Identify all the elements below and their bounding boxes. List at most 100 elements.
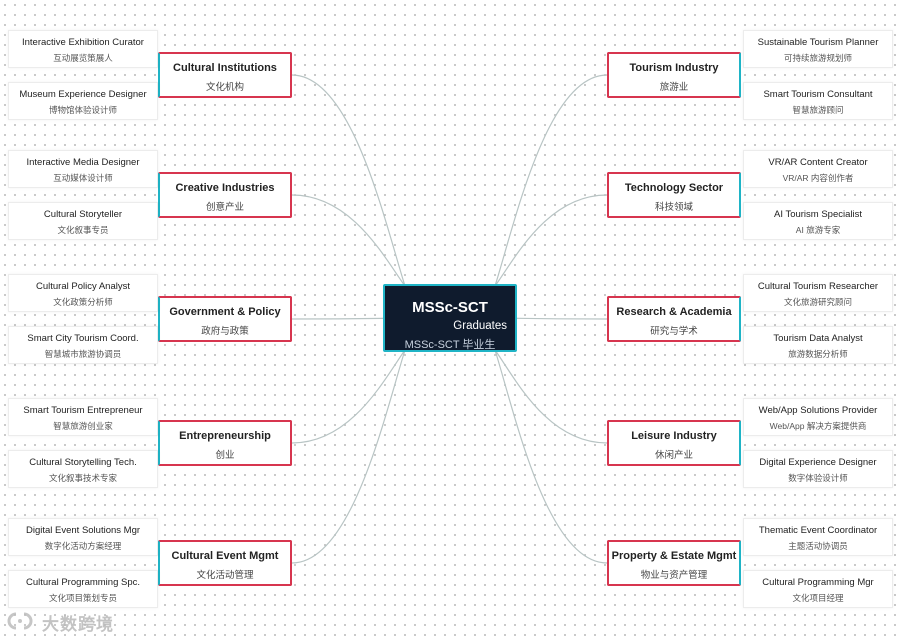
connector-tourism-industry <box>494 74 608 287</box>
role-node[interactable]: Cultural Policy Analyst 文化政策分析师 <box>8 274 158 312</box>
role-node[interactable]: Cultural Storytelling Tech. 文化叙事技术专家 <box>8 450 158 488</box>
role-title: Cultural Storytelling Tech. <box>29 457 137 468</box>
category-node-government-policy[interactable]: Government & Policy 政府与政策 <box>158 296 292 342</box>
category-node-cultural-institutions[interactable]: Cultural Institutions 文化机构 <box>158 52 292 98</box>
category-chinese: 物业与资产管理 <box>640 570 708 581</box>
role-chinese: 文化叙事专员 <box>57 225 109 235</box>
role-node[interactable]: Cultural Programming Spc. 文化项目策划专员 <box>8 570 158 608</box>
category-title: Cultural Event Mgmt <box>171 550 279 562</box>
category-title: Cultural Institutions <box>173 62 277 74</box>
role-title: Cultural Programming Spc. <box>25 577 141 588</box>
role-title: Interactive Media Designer <box>26 157 140 168</box>
role-title: VR/AR Content Creator <box>768 157 868 168</box>
role-title: Museum Experience Designer <box>19 89 147 100</box>
role-title: Cultural Storyteller <box>43 209 123 220</box>
role-chinese: 文化项目经理 <box>792 593 844 603</box>
connector-cultural-event-mgmt <box>291 349 406 564</box>
category-title: Property & Estate Mgmt <box>611 550 737 562</box>
connector-leisure-industry <box>494 349 608 444</box>
role-node[interactable]: Museum Experience Designer 博物馆体验设计师 <box>8 82 158 120</box>
role-node[interactable]: Digital Event Solutions Mgr 数字化活动方案经理 <box>8 518 158 556</box>
role-chinese: 文化旅游研究顾问 <box>783 297 852 307</box>
category-chinese: 休闲产业 <box>654 450 693 461</box>
category-title: Entrepreneurship <box>179 430 271 442</box>
role-chinese: 智慧城市旅游协调员 <box>44 349 122 359</box>
role-node[interactable]: Tourism Data Analyst 旅游数据分析师 <box>743 326 893 364</box>
category-node-entrepreneurship[interactable]: Entrepreneurship 创业 <box>158 420 292 466</box>
category-chinese: 研究与学术 <box>650 326 698 337</box>
category-title: Creative Industries <box>175 182 275 194</box>
category-node-property-estate-mgmt[interactable]: Property & Estate Mgmt 物业与资产管理 <box>607 540 741 586</box>
category-chinese: 旅游业 <box>659 82 689 93</box>
connector-technology-sector <box>494 194 608 287</box>
role-chinese: 文化政策分析师 <box>53 297 113 307</box>
category-title: Tourism Industry <box>629 62 719 74</box>
connector-entrepreneurship <box>291 349 406 444</box>
role-title: Sustainable Tourism Planner <box>757 37 879 48</box>
connector-creative-industries <box>291 194 406 287</box>
role-title: Digital Experience Designer <box>759 457 877 468</box>
role-chinese: 互动展览策展人 <box>53 53 113 63</box>
category-title: Leisure Industry <box>631 430 717 442</box>
role-title: AI Tourism Specialist <box>774 209 862 220</box>
category-node-technology-sector[interactable]: Technology Sector 科技领域 <box>607 172 741 218</box>
role-node[interactable]: AI Tourism Specialist AI 旅游专家 <box>743 202 893 240</box>
role-chinese: 文化项目策划专员 <box>48 593 117 603</box>
role-node[interactable]: Cultural Programming Mgr 文化项目经理 <box>743 570 893 608</box>
watermark-text: 大数跨境 <box>42 615 114 634</box>
role-node[interactable]: Smart City Tourism Coord. 智慧城市旅游协调员 <box>8 326 158 364</box>
central-node[interactable]: MSSc-SCT Graduates MSSc-SCT 毕业生 <box>383 284 517 352</box>
role-title: Smart City Tourism Coord. <box>27 333 139 344</box>
central-node-subtitle: Graduates <box>453 320 507 332</box>
category-chinese: 文化活动管理 <box>196 570 254 581</box>
role-title: Smart Tourism Entrepreneur <box>23 405 143 416</box>
role-chinese: 数字体验设计师 <box>788 473 848 483</box>
role-chinese: 文化叙事技术专家 <box>48 473 117 483</box>
role-title: Digital Event Solutions Mgr <box>25 525 141 536</box>
role-node[interactable]: Smart Tourism Consultant 智慧旅游顾问 <box>743 82 893 120</box>
category-chinese: 创意产业 <box>205 202 244 213</box>
category-node-leisure-industry[interactable]: Leisure Industry 休闲产业 <box>607 420 741 466</box>
role-node[interactable]: Smart Tourism Entrepreneur 智慧旅游创业家 <box>8 398 158 436</box>
role-chinese: 主题活动协调员 <box>788 541 848 551</box>
category-title: Research & Academia <box>616 306 732 318</box>
central-node-chinese: MSSc-SCT 毕业生 <box>404 339 496 351</box>
role-title: Cultural Policy Analyst <box>36 281 130 292</box>
role-node[interactable]: Interactive Exhibition Curator 互动展览策展人 <box>8 30 158 68</box>
role-chinese: 智慧旅游顾问 <box>792 105 844 115</box>
role-title: Interactive Exhibition Curator <box>22 37 144 48</box>
category-node-cultural-event-mgmt[interactable]: Cultural Event Mgmt 文化活动管理 <box>158 540 292 586</box>
category-node-creative-industries[interactable]: Creative Industries 创意产业 <box>158 172 292 218</box>
role-chinese: 旅游数据分析师 <box>788 349 848 359</box>
category-chinese: 政府与政策 <box>201 326 249 337</box>
role-chinese: 数字化活动方案经理 <box>44 541 122 551</box>
role-chinese: 智慧旅游创业家 <box>53 421 113 431</box>
role-chinese: 可持续旅游规划师 <box>783 53 852 63</box>
role-chinese: 互动媒体设计师 <box>53 173 113 183</box>
role-title: Smart Tourism Consultant <box>763 89 873 100</box>
category-chinese: 科技领域 <box>654 202 693 213</box>
connector-property-estate-mgmt <box>494 349 608 564</box>
role-node[interactable]: Interactive Media Designer 互动媒体设计师 <box>8 150 158 188</box>
category-chinese: 文化机构 <box>205 82 244 93</box>
role-chinese: 博物馆体验设计师 <box>48 105 117 115</box>
watermark-logo-icon <box>7 612 33 630</box>
role-chinese: AI 旅游专家 <box>795 225 841 235</box>
role-title: Thematic Event Coordinator <box>758 525 878 536</box>
category-node-research-academia[interactable]: Research & Academia 研究与学术 <box>607 296 741 342</box>
category-chinese: 创业 <box>215 450 235 461</box>
category-node-tourism-industry[interactable]: Tourism Industry 旅游业 <box>607 52 741 98</box>
role-node[interactable]: Thematic Event Coordinator 主题活动协调员 <box>743 518 893 556</box>
role-chinese: VR/AR 内容创作者 <box>782 173 854 183</box>
role-title: Cultural Programming Mgr <box>762 577 874 588</box>
category-title: Technology Sector <box>624 182 724 194</box>
role-node[interactable]: Sustainable Tourism Planner 可持续旅游规划师 <box>743 30 893 68</box>
role-title: Tourism Data Analyst <box>773 333 863 344</box>
category-title: Government & Policy <box>169 306 281 318</box>
role-node[interactable]: Cultural Storyteller 文化叙事专员 <box>8 202 158 240</box>
role-node[interactable]: Digital Experience Designer 数字体验设计师 <box>743 450 893 488</box>
